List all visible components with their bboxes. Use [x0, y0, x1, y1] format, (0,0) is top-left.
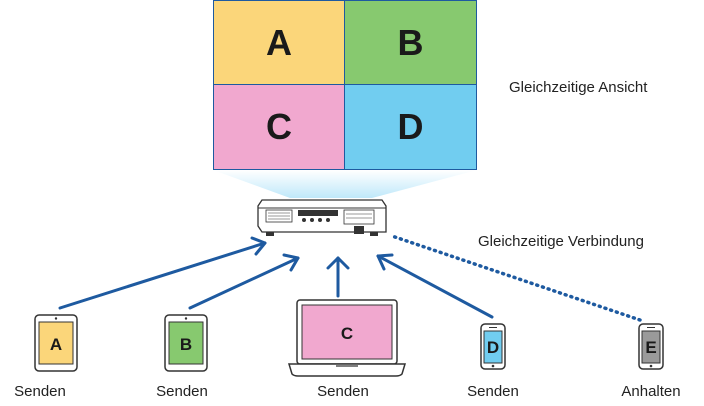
- device-letter-a: A: [50, 335, 62, 354]
- arrow-d: [376, 253, 494, 319]
- arrow-a: [58, 236, 267, 310]
- device-e-label: Anhalten: [621, 383, 681, 400]
- device-b-label: Senden: [156, 383, 208, 400]
- simultaneous-connection-label: Gleichzeitige Verbindung: [478, 233, 644, 250]
- projection-beam: [213, 170, 477, 198]
- quadrant-c: C: [214, 85, 345, 169]
- device-d-label: Senden: [467, 383, 519, 400]
- device-letter-e: E: [645, 338, 656, 357]
- projection-screen: A B C D: [213, 0, 477, 170]
- arrow-c: [326, 256, 350, 298]
- tablet-a-icon: [34, 314, 78, 372]
- quadrant-a: A: [214, 1, 345, 85]
- simultaneous-view-label: Gleichzeitige Ansicht: [509, 79, 648, 96]
- projector-icon: [257, 199, 387, 236]
- device-letter-b: B: [180, 335, 192, 354]
- phone-d-icon: [480, 323, 506, 370]
- quadrant-b: B: [345, 1, 476, 85]
- laptop-c-icon: [287, 299, 407, 377]
- quadrant-d: D: [345, 85, 476, 169]
- device-a-label: Senden: [14, 383, 66, 400]
- device-c-label: Senden: [317, 383, 369, 400]
- arrow-b: [188, 253, 300, 310]
- tablet-b-icon: [164, 314, 208, 372]
- dotted-connection-e: [390, 234, 642, 322]
- device-letter-c: C: [341, 324, 353, 343]
- device-letter-d: D: [487, 338, 499, 357]
- phone-e-icon: [638, 323, 664, 370]
